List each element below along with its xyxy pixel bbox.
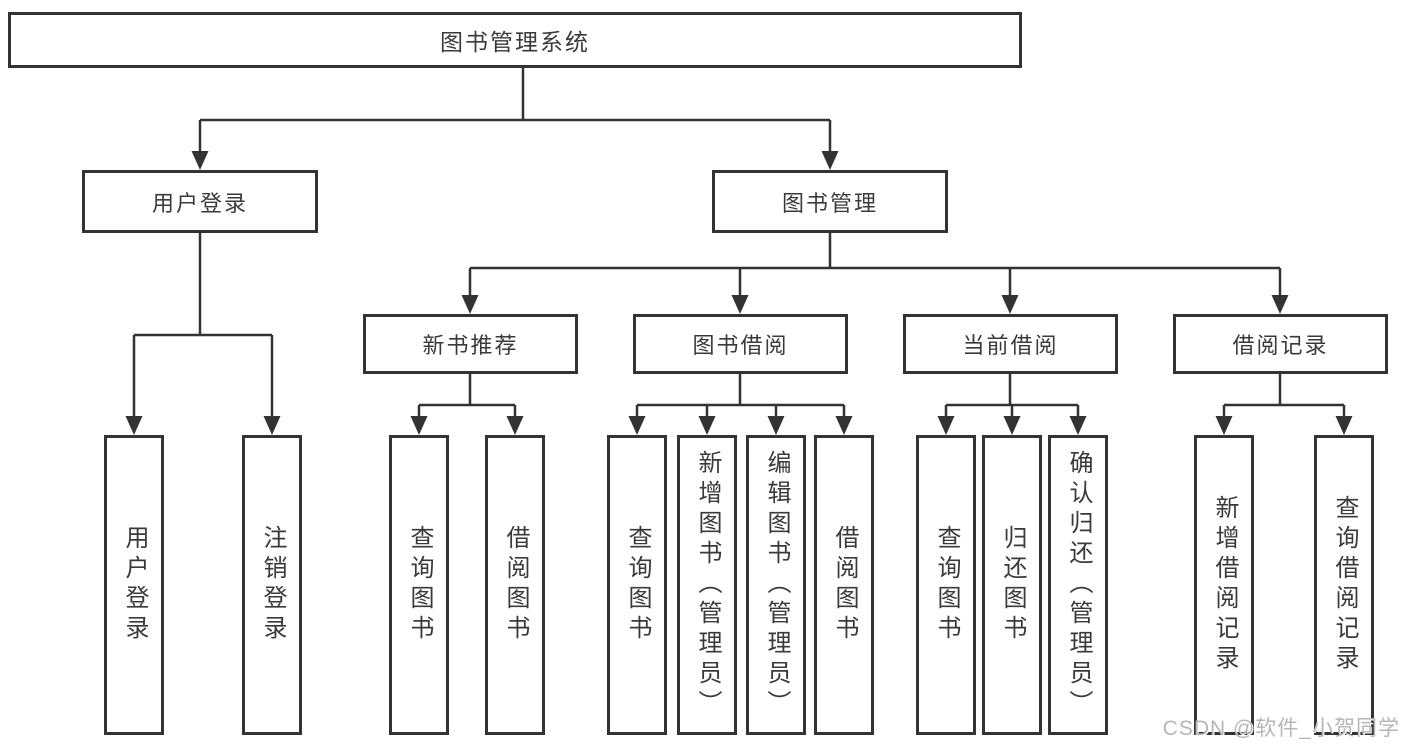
node-library-management-system: 图书管理系统 bbox=[8, 12, 1022, 68]
node-label: 借阅图书 bbox=[502, 525, 529, 645]
node-label: 借阅图书 bbox=[831, 525, 858, 645]
leaf-borrow-books-borrowing: 借阅图书 bbox=[814, 435, 874, 735]
node-label: 图书管理 bbox=[781, 190, 878, 216]
leaf-return-books: 归还图书 bbox=[982, 435, 1042, 735]
node-label: 借阅记录 bbox=[1232, 333, 1329, 358]
node-label: 注销登录 bbox=[259, 525, 286, 645]
leaf-query-books-recommend: 查询图书 bbox=[389, 435, 449, 735]
node-label: 用户登录 bbox=[121, 525, 148, 645]
arrowheads bbox=[125, 151, 1353, 435]
node-label: 查询图书 bbox=[933, 525, 960, 645]
leaf-add-borrow-record: 新增借阅记录 bbox=[1194, 435, 1254, 735]
leaf-borrow-books-recommend: 借阅图书 bbox=[485, 435, 545, 735]
node-label: 新书推荐 bbox=[422, 333, 519, 358]
node-label: 查询借阅记录 bbox=[1331, 495, 1358, 675]
leaf-add-book-admin: 新增图书（管理员） bbox=[677, 435, 737, 735]
node-label: 新增借阅记录 bbox=[1211, 495, 1238, 675]
node-label: 编辑图书（管理员） bbox=[763, 450, 790, 720]
node-borrowing-records: 借阅记录 bbox=[1173, 314, 1388, 374]
leaf-logout: 注销登录 bbox=[242, 435, 302, 735]
node-label: 用户登录 bbox=[151, 190, 248, 216]
node-book-management: 图书管理 bbox=[712, 170, 948, 233]
node-book-borrowing: 图书借阅 bbox=[633, 314, 848, 374]
node-label: 归还图书 bbox=[999, 525, 1026, 645]
leaf-confirm-return-admin: 确认归还（管理员） bbox=[1048, 435, 1108, 735]
node-label: 查询图书 bbox=[624, 525, 651, 645]
node-label: 确认归还（管理员） bbox=[1065, 450, 1092, 720]
node-label: 当前借阅 bbox=[962, 333, 1059, 358]
leaf-query-borrow-record: 查询借阅记录 bbox=[1314, 435, 1374, 735]
node-current-borrowing: 当前借阅 bbox=[903, 314, 1118, 374]
node-user-login: 用户登录 bbox=[82, 170, 318, 233]
node-label: 图书借阅 bbox=[692, 333, 789, 358]
node-label: 图书管理系统 bbox=[440, 29, 590, 55]
node-label: 新增图书（管理员） bbox=[694, 450, 721, 720]
node-new-book-recommendation: 新书推荐 bbox=[363, 314, 578, 374]
leaf-user-login: 用户登录 bbox=[104, 435, 164, 735]
node-label: 查询图书 bbox=[406, 525, 433, 645]
leaf-query-books-borrowing: 查询图书 bbox=[607, 435, 667, 735]
csdn-watermark: CSDN @软件_小贺同学 bbox=[1162, 717, 1400, 740]
leaf-query-books-current: 查询图书 bbox=[916, 435, 976, 735]
leaf-edit-book-admin: 编辑图书（管理员） bbox=[746, 435, 806, 735]
